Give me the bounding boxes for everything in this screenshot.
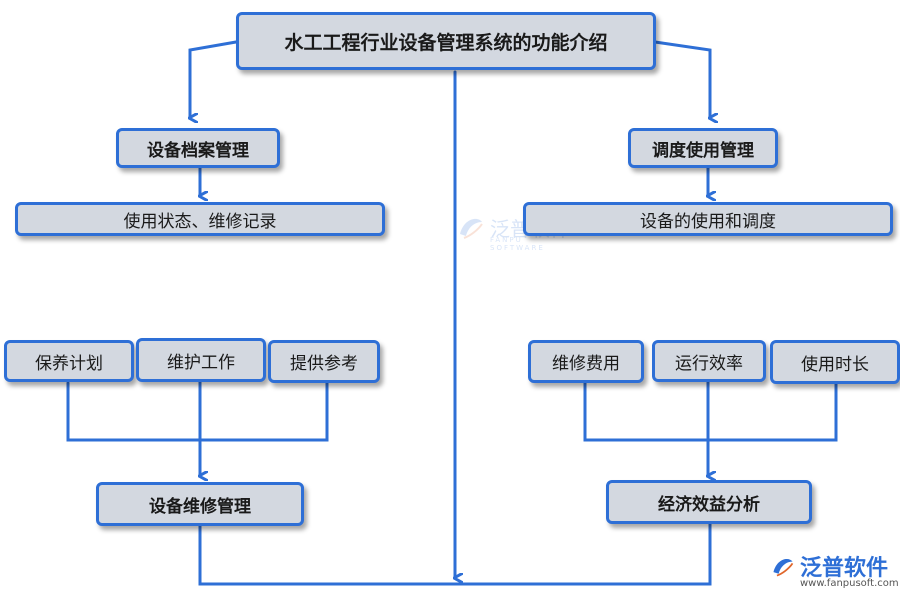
- fanpu-logo-icon: [773, 558, 794, 577]
- operating-efficiency-box: 运行效率: [652, 340, 766, 382]
- maintenance-work-label: 维护工作: [167, 352, 235, 373]
- maintenance-work-box: 维护工作: [136, 338, 266, 382]
- provide-reference-label: 提供参考: [290, 354, 358, 374]
- dispatch-management-box: 调度使用管理: [628, 128, 778, 168]
- archive-management-label: 设备档案管理: [147, 140, 249, 161]
- logo-text: 泛普软件: [800, 556, 889, 581]
- connector-left-bracket: [66, 381, 329, 442]
- fanpu-logo: 泛普软件 www.fanpusoft.com: [770, 550, 899, 589]
- logo-url: www.fanpusoft.com: [800, 578, 899, 589]
- dispatch-detail-label: 设备的使用和调度: [640, 211, 776, 232]
- operating-efficiency-label: 运行效率: [675, 353, 743, 374]
- economic-benefit-analysis-box: 经济效益分析: [606, 480, 812, 524]
- maintenance-plan-label: 保养计划: [35, 353, 103, 374]
- dispatch-detail-box: 设备的使用和调度: [523, 202, 893, 236]
- repair-cost-box: 维修费用: [528, 340, 644, 383]
- usage-duration-label: 使用时长: [801, 354, 869, 375]
- archive-detail-label: 使用状态、维修记录: [123, 211, 277, 232]
- archive-detail-box: 使用状态、维修记录: [15, 202, 385, 236]
- title-box: 水工工程行业设备管理系统的功能介绍: [236, 12, 656, 70]
- connector-bottom-line: [198, 521, 712, 586]
- title-text: 水工工程行业设备管理系统的功能介绍: [284, 31, 608, 54]
- equipment-repair-management-label: 设备维修管理: [149, 496, 251, 517]
- dispatch-management-label: 调度使用管理: [652, 140, 754, 161]
- connector-title-to-archive: [190, 40, 238, 118]
- usage-duration-box: 使用时长: [770, 340, 900, 384]
- archive-management-box: 设备档案管理: [116, 128, 280, 168]
- repair-cost-label: 维修费用: [552, 354, 620, 374]
- connector-title-to-dispatch: [653, 40, 710, 118]
- provide-reference-box: 提供参考: [268, 340, 380, 383]
- economic-benefit-analysis-label: 经济效益分析: [658, 494, 760, 515]
- equipment-repair-management-box: 设备维修管理: [96, 482, 304, 526]
- maintenance-plan-box: 保养计划: [4, 340, 134, 382]
- connector-right-bracket: [583, 381, 838, 442]
